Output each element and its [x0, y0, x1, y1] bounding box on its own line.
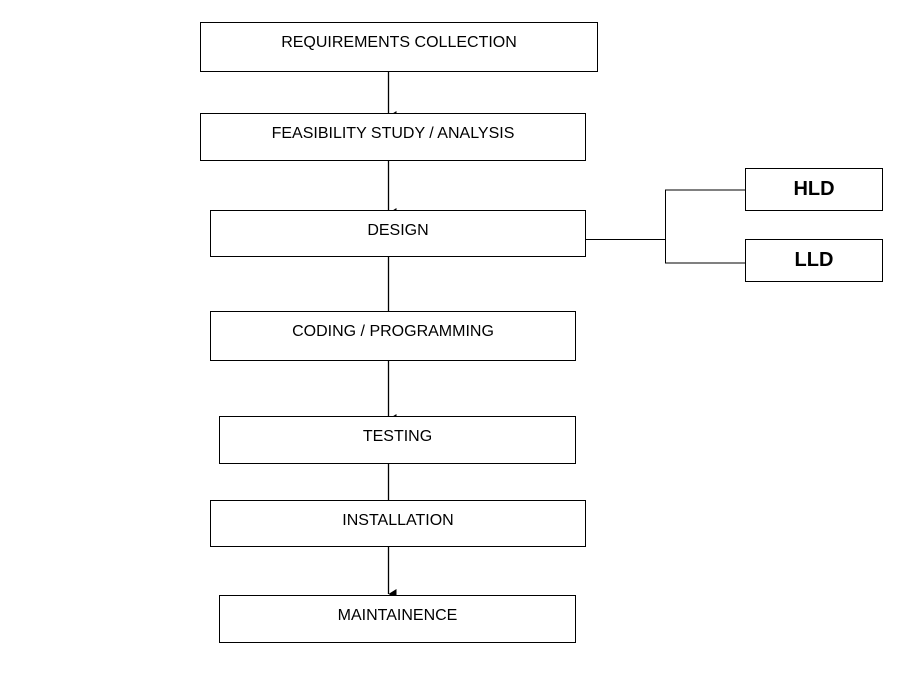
- step-feasibility-study: FEASIBILITY STUDY / ANALYSIS: [200, 113, 586, 161]
- step-installation: INSTALLATION: [210, 500, 586, 547]
- step-maintainence: MAINTAINENCE: [219, 595, 576, 643]
- step-design: DESIGN: [210, 210, 586, 257]
- step-requirements-collection: REQUIREMENTS COLLECTION: [200, 22, 598, 72]
- step-testing: TESTING: [219, 416, 576, 464]
- design-branch-connector: [665, 189, 745, 264]
- design-child-hld: HLD: [745, 168, 883, 211]
- design-child-lld: LLD: [745, 239, 883, 282]
- step-coding-programming: CODING / PROGRAMMING: [210, 311, 576, 361]
